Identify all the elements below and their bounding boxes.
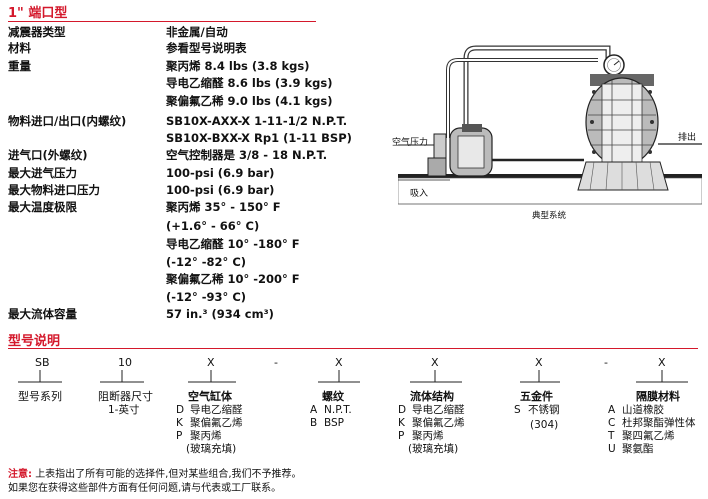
opt-text: 聚丙烯 <box>412 430 444 442</box>
opt-text: 聚偏氟乙烯 <box>190 417 243 429</box>
typical-system-diagram: 空气压力 排出 吸入 典型系统 <box>392 40 703 230</box>
spec-value-weight-pp: 聚丙烯 8.4 lbs (3.8 kgs) <box>166 59 310 73</box>
opt-text: 聚偏氟乙烯 <box>412 417 465 429</box>
spec-label-fluid-port: 物料进口/出口(内螺纹) <box>8 114 127 128</box>
footnote-line-2: 如果您在获得这些部件方面有任何问题,请与代表或工厂联系。 <box>8 483 282 494</box>
spec-value-temp-acetal-f: 导电乙缩醛 10° -180° F <box>166 237 300 251</box>
opt-code: D <box>176 404 185 416</box>
spec-label-material: 材料 <box>8 41 31 55</box>
opt-text: 聚四氟乙烯 <box>622 430 675 442</box>
code-dash-2: - <box>604 356 608 369</box>
opt-text: 导电乙缩醛 <box>412 404 465 416</box>
col-title-series: 型号系列 <box>18 390 62 403</box>
footnote-label: 注意: <box>8 469 32 480</box>
air-pressure-label: 空气压力 <box>392 138 429 148</box>
spec-value-temp-pvdf-c: (-12° -93° C) <box>166 290 247 304</box>
spec-label-damper-type: 减震器类型 <box>8 25 66 39</box>
col-title-thread: 螺纹 <box>322 390 344 403</box>
opt-code: T <box>608 430 615 442</box>
opt-text: N.P.T. <box>324 404 352 416</box>
opt-code: K <box>398 417 405 429</box>
spec-value-max-fluid-capacity: 57 in.³ (934 cm³) <box>166 307 274 321</box>
opt-size-1in: 1-英寸 <box>108 404 140 416</box>
opt-text: 山道橡胶 <box>622 404 664 416</box>
model-underline <box>8 348 698 349</box>
code-hardware: X <box>535 356 543 369</box>
code-size: 10 <box>118 356 132 369</box>
opt-code: B <box>310 417 318 429</box>
spec-label-max-fluid-capacity: 最大流体容量 <box>8 307 77 321</box>
opt-code: P <box>398 430 405 442</box>
col-title-fluid-structure: 流体结构 <box>410 390 454 403</box>
col-title-size: 阻断器尺寸 <box>98 390 153 403</box>
title-underline <box>8 21 316 22</box>
opt-text: 聚丙烯 <box>190 430 222 442</box>
opt-text: BSP <box>324 417 345 429</box>
diagram-caption: 典型系统 <box>532 211 567 221</box>
opt-code: K <box>176 417 183 429</box>
section-title-model-description: 型号说明 <box>8 334 61 349</box>
opt-code: D <box>398 404 407 416</box>
col-title-air-body: 空气缸体 <box>188 390 232 403</box>
spec-value-damper-type: 非金属/自动 <box>166 25 228 39</box>
outlet-label: 排出 <box>678 133 697 143</box>
spec-value-weight-pvdf: 聚偏氟乙稀 9.0 lbs (4.1 kgs) <box>166 94 333 108</box>
col-title-diaphragm: 隔膜材料 <box>636 390 680 403</box>
pump-system-illustration <box>397 45 703 205</box>
spec-value-temp-pp-f: 聚丙烯 35° - 150° F <box>166 200 281 214</box>
code-diaphragm: X <box>658 356 666 369</box>
code-dash-1: - <box>274 356 278 369</box>
opt-text: 导电乙缩醛 <box>190 404 243 416</box>
code-series: SB <box>35 356 50 369</box>
opt-text: 不锈钢 <box>528 404 560 416</box>
spec-value-weight-acetal: 导电乙缩醛 8.6 lbs (3.9 kgs) <box>166 76 333 90</box>
code-thread: X <box>335 356 343 369</box>
suction-label: 吸入 <box>410 189 429 199</box>
col-title-hardware: 五金件 <box>520 390 553 403</box>
footnote-text-1: 上表指出了所有可能的选择件,但对某些组合,我们不予推荐。 <box>35 469 302 480</box>
code-fluid-structure: X <box>431 356 439 369</box>
opt-code: A <box>310 404 318 416</box>
opt-text: (玻璃充填) <box>186 443 237 455</box>
spec-value-temp-pvdf-f: 聚偏氟乙稀 10° -200° F <box>166 272 300 286</box>
spec-label-air-inlet: 进气口(外螺纹) <box>8 148 88 162</box>
opt-text: 聚氨酯 <box>622 443 654 455</box>
spec-value-air-inlet: 空气控制器是 3/8 - 18 N.P.T. <box>166 148 328 162</box>
opt-code: U <box>608 443 616 455</box>
spec-label-max-temperature: 最大温度极限 <box>8 200 77 214</box>
spec-label-max-fluid-pressure: 最大物料进口压力 <box>8 183 100 197</box>
opt-text: (玻璃充填) <box>408 443 459 455</box>
opt-text: (304) <box>530 419 559 431</box>
code-air-body: X <box>207 356 215 369</box>
spec-value-temp-pp-c: (+1.6° - 66° C) <box>166 219 260 233</box>
opt-code: A <box>608 404 616 416</box>
spec-label-max-air-pressure: 最大进气压力 <box>8 166 77 180</box>
opt-code: P <box>176 430 183 442</box>
opt-text: 杜邦聚酯弹性体 <box>622 417 696 429</box>
spec-value-temp-acetal-c: (-12° -82° C) <box>166 255 247 269</box>
spec-value-material: 参看型号说明表 <box>166 41 247 55</box>
spec-label-weight: 重量 <box>8 59 31 73</box>
spec-value-fluid-port-a: SB10X-AXX-X 1-11-1/2 N.P.T. <box>166 114 348 128</box>
spec-value-max-air-pressure: 100-psi (6.9 bar) <box>166 166 275 180</box>
spec-value-fluid-port-b: SB10X-BXX-X Rp1 (1-11 BSP) <box>166 131 352 145</box>
spec-value-max-fluid-pressure: 100-psi (6.9 bar) <box>166 183 275 197</box>
code-connector-lines <box>18 370 688 383</box>
opt-code: S <box>514 404 521 416</box>
footnote-line-1: 注意: 上表指出了所有可能的选择件,但对某些组合,我们不予推荐。 <box>8 468 302 482</box>
opt-code: C <box>608 417 616 429</box>
section-title-port-type: 1" 端口型 <box>8 6 68 21</box>
